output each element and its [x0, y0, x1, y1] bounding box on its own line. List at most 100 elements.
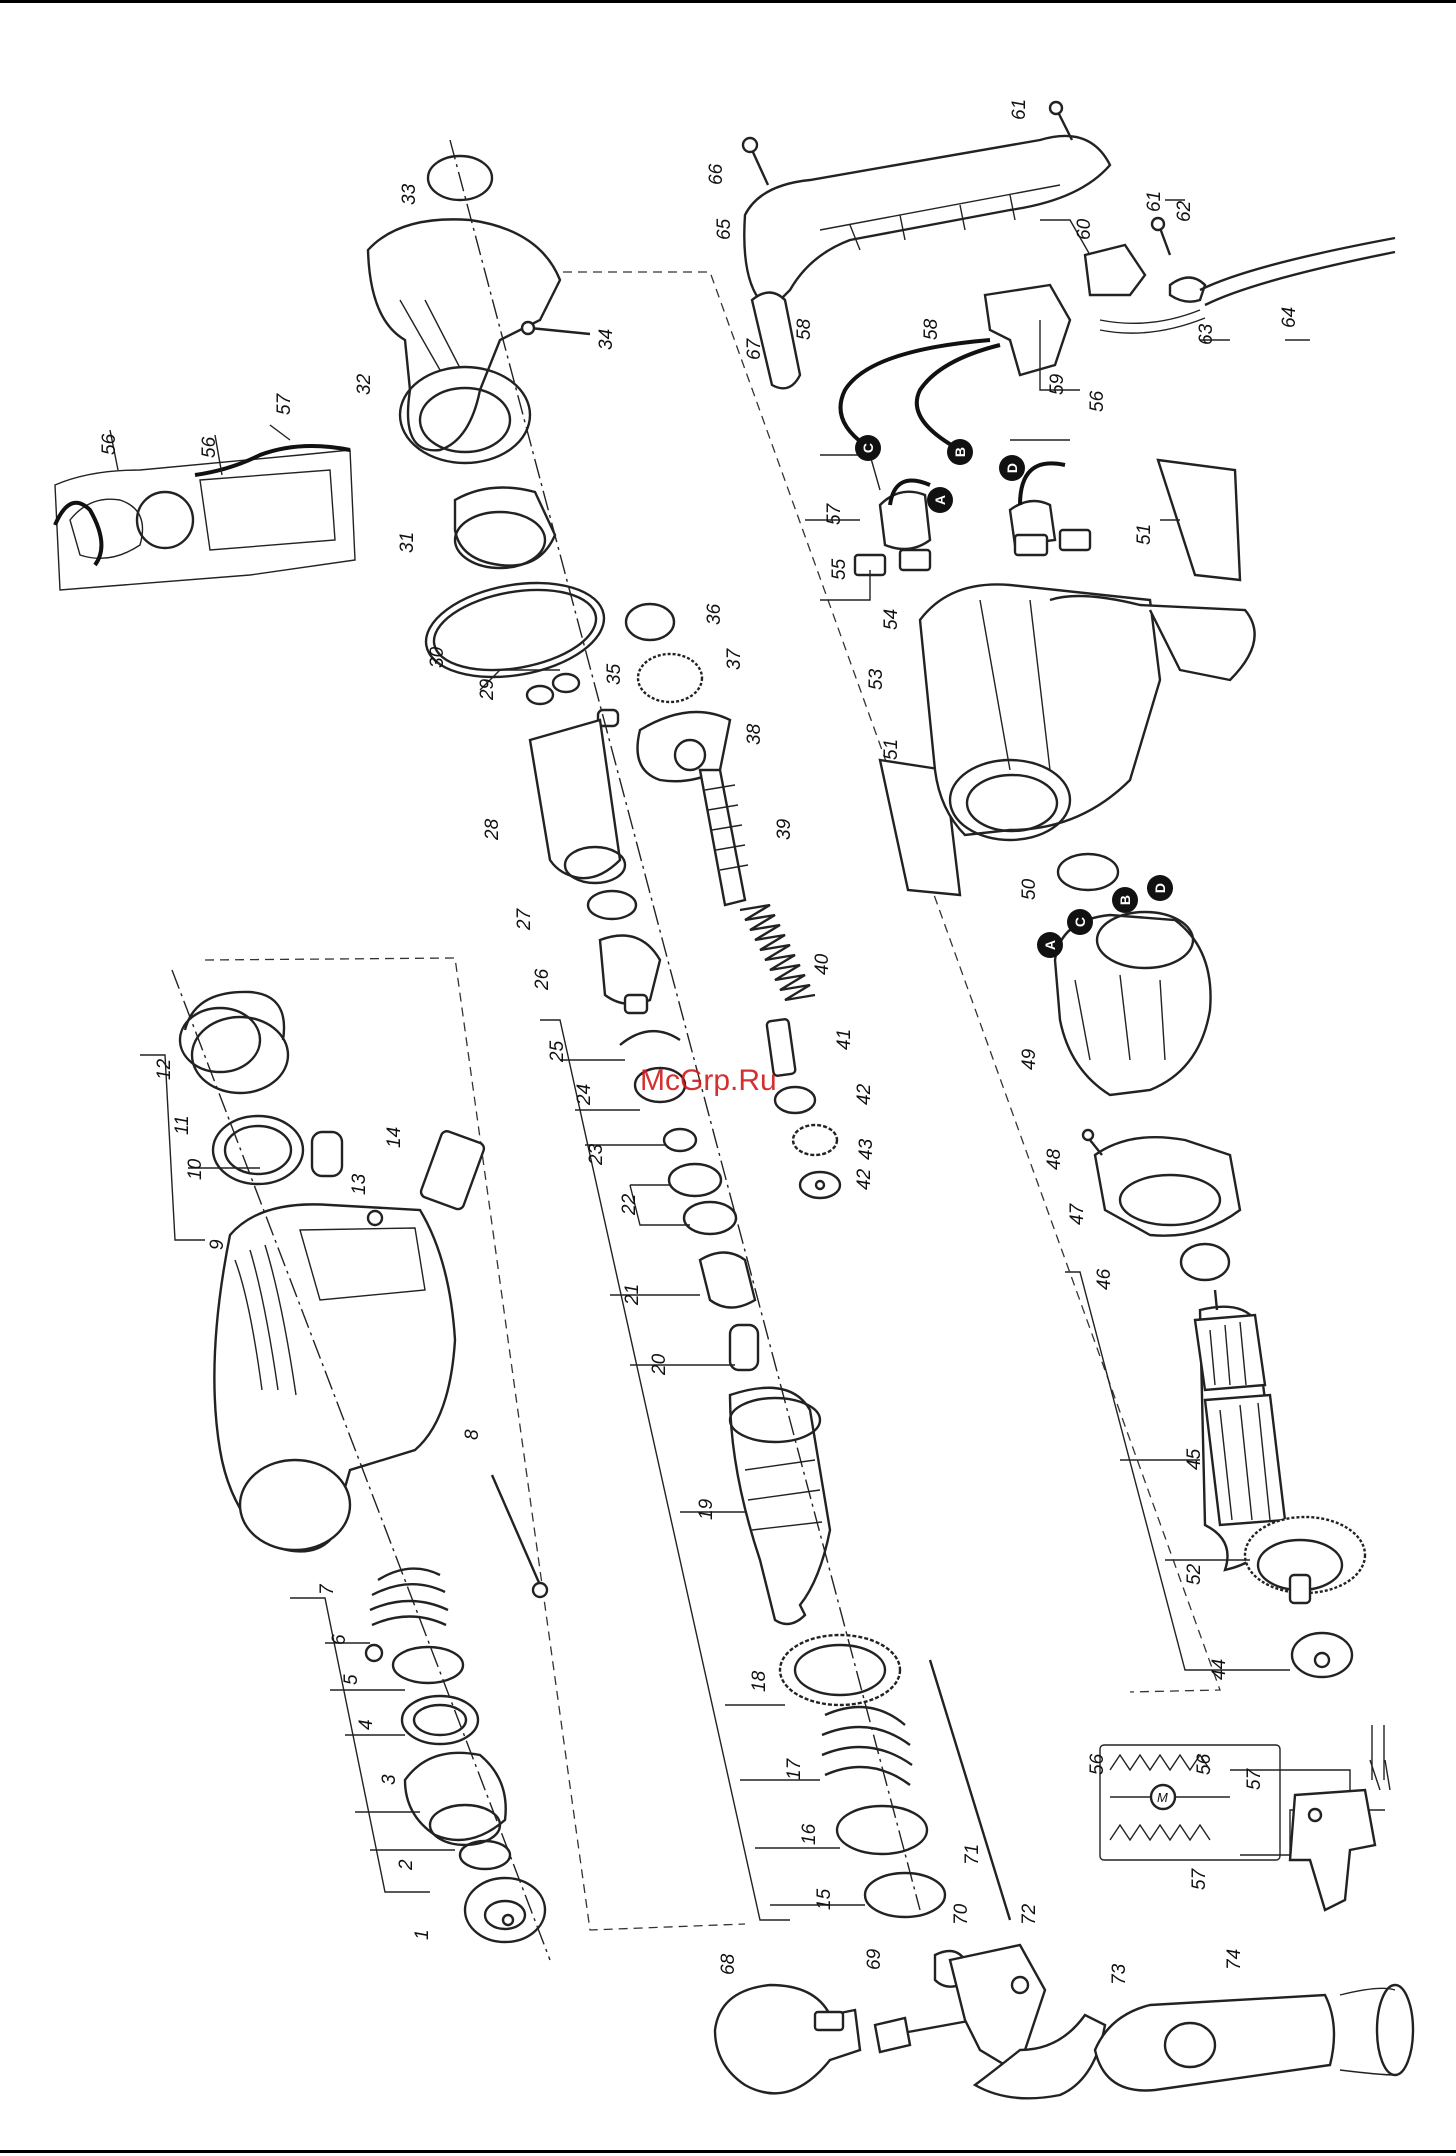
part-number-label: 1: [412, 1929, 433, 1940]
part-number-label: 46: [1094, 1268, 1115, 1290]
svg-text:D: D: [1152, 883, 1168, 893]
part-number-label: 56: [199, 436, 220, 458]
part-number-label: 58: [921, 318, 942, 340]
part-number-label: 8: [462, 1429, 483, 1440]
part-number-label: 57: [1189, 1867, 1210, 1890]
part-number-label: 63: [1196, 323, 1217, 345]
part-number-label: 56: [99, 433, 120, 455]
part-number-label: 5: [341, 1674, 362, 1685]
part-number-label: 40: [812, 953, 833, 975]
wire-marker-a: A: [1037, 932, 1063, 958]
part-number-label: 12: [154, 1058, 175, 1080]
part-number-label: 64: [1279, 307, 1300, 328]
part-number-label: 48: [1044, 1148, 1065, 1170]
svg-text:C: C: [1072, 917, 1088, 927]
part-number-label: 61: [1009, 99, 1030, 120]
part-number-label: 43: [856, 1138, 877, 1160]
part-number-label: 39: [774, 818, 795, 840]
part-number-label: 51: [1134, 524, 1155, 545]
part-number-label: 32: [354, 373, 375, 395]
part-number-label: 25: [547, 1040, 568, 1063]
svg-text:B: B: [1117, 895, 1133, 905]
part-number-label: 15: [814, 1888, 835, 1910]
part-number-label: 26: [532, 968, 553, 991]
central-mechanism-group: [368, 140, 1010, 1920]
wire-marker-c: C: [1067, 909, 1093, 935]
svg-text:B: B: [952, 447, 968, 457]
part-number-label: 37: [724, 647, 745, 670]
part-number-label: 66: [706, 163, 727, 185]
part-number-label: 33: [399, 183, 420, 205]
part-number-label: 61: [1144, 191, 1165, 212]
part-number-label: 42: [854, 1168, 875, 1190]
part-number-label: 74: [1224, 1949, 1245, 1970]
part-number-label: 42: [854, 1083, 875, 1105]
part-number-label: 68: [718, 1953, 739, 1975]
part-number-label: 73: [1109, 1963, 1130, 1985]
svg-text:D: D: [1004, 463, 1020, 473]
part-number-label: 36: [704, 603, 725, 625]
part-number-label: 52: [1184, 1563, 1205, 1585]
part-number-label: 54: [881, 609, 902, 630]
part-number-label: 59: [1047, 373, 1068, 395]
part-number-label: 65: [714, 218, 735, 240]
svg-text:C: C: [860, 443, 876, 453]
circuit-schematic: [1100, 1725, 1390, 1910]
part-number-label: 57: [274, 392, 295, 415]
motor-symbol-label: M: [1157, 1790, 1168, 1805]
part-number-label: 44: [1209, 1659, 1230, 1680]
part-number-label: 67: [744, 337, 765, 360]
part-number-label: 45: [1184, 1448, 1205, 1470]
front-housing-group: [140, 970, 550, 1960]
part-number-label: 30: [427, 646, 448, 668]
part-number-label: 58: [794, 318, 815, 340]
part-number-label: 51: [881, 739, 902, 760]
part-number-label: 56: [1087, 1753, 1108, 1775]
wire-marker-d: D: [1147, 875, 1173, 901]
part-number-label: 72: [1019, 1903, 1040, 1925]
part-number-label: 21: [622, 1284, 643, 1306]
part-number-label: 16: [799, 1823, 820, 1845]
part-number-label: 35: [604, 663, 625, 685]
watermark: McGrp.Ru: [640, 1064, 777, 1097]
part-number-label: 17: [784, 1757, 805, 1780]
wire-marker-d: D: [999, 455, 1025, 481]
part-number-label: 71: [962, 1844, 983, 1865]
svg-text:A: A: [932, 495, 948, 505]
part-number-label: 53: [866, 668, 887, 690]
part-number-label: 19: [696, 1498, 717, 1520]
part-number-label: 10: [185, 1158, 206, 1180]
part-number-label: 50: [1019, 878, 1040, 900]
part-number-label: 24: [574, 1084, 595, 1106]
part-number-label: 56: [1194, 1753, 1215, 1775]
part-number-label: 47: [1067, 1202, 1088, 1225]
part-number-label: 38: [744, 723, 765, 745]
part-number-label: 29: [477, 678, 498, 701]
part-number-label: 18: [749, 1670, 770, 1692]
part-number-label: 57: [824, 502, 845, 525]
part-number-label: 6: [329, 1634, 350, 1645]
part-number-label: 55: [829, 558, 850, 580]
part-number-label: 70: [951, 1903, 972, 1925]
wire-marker-a: A: [927, 487, 953, 513]
part-number-label: 28: [482, 818, 503, 841]
part-number-label: 69: [864, 1948, 885, 1970]
wire-marker-c: C: [855, 435, 881, 461]
part-number-label: 57: [1244, 1767, 1265, 1790]
part-number-label: 22: [619, 1193, 640, 1216]
accessories-group: [715, 1945, 1413, 2098]
part-number-label: 49: [1019, 1048, 1040, 1070]
part-12-shape: [192, 1017, 288, 1093]
part-number-label: 4: [356, 1719, 377, 1730]
part-number-label: 23: [586, 1143, 607, 1166]
part-number-label: 20: [649, 1353, 670, 1376]
part-number-label: 3: [379, 1774, 400, 1785]
part-number-label: 34: [596, 329, 617, 350]
part-number-label: 13: [349, 1173, 370, 1195]
part-number-label: 14: [384, 1127, 405, 1148]
wire-marker-b: B: [947, 439, 973, 465]
part-number-label: 9: [207, 1239, 228, 1250]
part-number-label: 31: [397, 532, 418, 553]
